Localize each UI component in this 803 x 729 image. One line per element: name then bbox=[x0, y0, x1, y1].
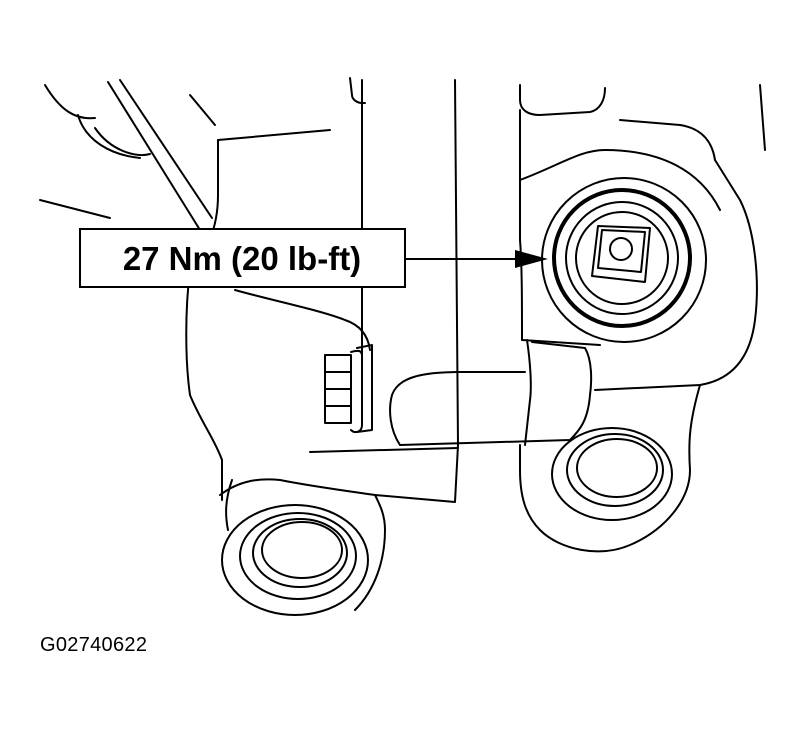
figure-id: G02740622 bbox=[40, 634, 148, 656]
torque-callout: 27 Nm (20 lb-ft) bbox=[79, 228, 406, 288]
bolt bbox=[324, 344, 373, 434]
upper-left-component bbox=[39, 79, 216, 231]
bracket-body bbox=[185, 77, 459, 611]
torque-label: 27 Nm (20 lb-ft) bbox=[123, 240, 361, 277]
tensioner-pulley bbox=[541, 177, 707, 343]
right-housing bbox=[389, 84, 766, 553]
lower-right-boss bbox=[551, 427, 673, 521]
callout-arrow bbox=[404, 250, 548, 268]
lower-left-boss bbox=[221, 504, 369, 616]
